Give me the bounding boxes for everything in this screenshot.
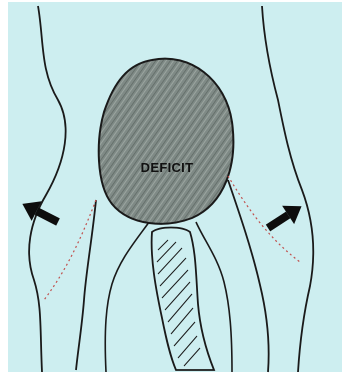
deficit-label: DEFICIT — [141, 160, 194, 175]
deficit-region — [99, 59, 234, 224]
